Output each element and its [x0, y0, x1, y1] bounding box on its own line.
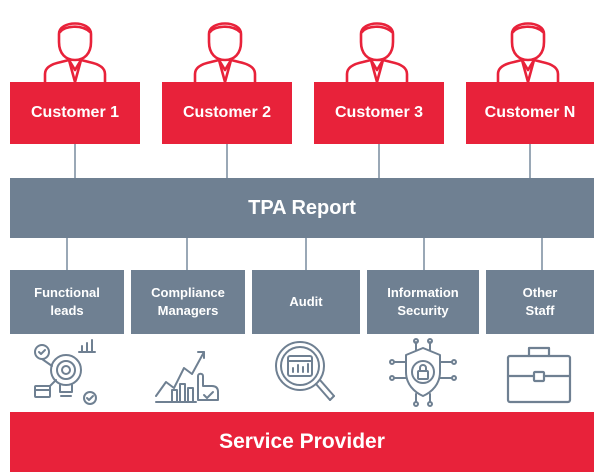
customer-2-box: Customer 2 [162, 82, 292, 144]
service-provider-bar: Service Provider [10, 412, 594, 472]
customer-1-box: Customer 1 [10, 82, 140, 144]
lightbulb-gear-icon [32, 338, 102, 408]
role-other-staff: Other Staff [486, 270, 594, 334]
customer-3-box: Customer 3 [314, 82, 444, 144]
growth-chart-icon [152, 338, 222, 408]
customer-3-person-icon [337, 8, 417, 88]
magnifier-report-icon [270, 338, 340, 408]
tpa-report-bar: TPA Report [10, 178, 594, 238]
role-information-security: Information Security [367, 270, 479, 334]
role-audit: Audit [252, 270, 360, 334]
briefcase-icon [504, 338, 574, 408]
connector-customer-1 [74, 144, 76, 178]
customer-1-person-icon [35, 8, 115, 88]
connector-functional-leads [66, 238, 68, 270]
connector-information-security [423, 238, 425, 270]
customer-n-person-icon [488, 8, 568, 88]
role-functional-leads: Functional leads [10, 270, 124, 334]
connector-audit [305, 238, 307, 270]
role-compliance-managers: Compliance Managers [131, 270, 245, 334]
connector-customer-n [529, 144, 531, 178]
connector-customer-2 [226, 144, 228, 178]
customer-2-person-icon [185, 8, 265, 88]
customer-n-box: Customer N [466, 82, 594, 144]
connector-other-staff [541, 238, 543, 270]
connector-customer-3 [378, 144, 380, 178]
connector-compliance-managers [186, 238, 188, 270]
shield-lock-icon [388, 338, 458, 408]
